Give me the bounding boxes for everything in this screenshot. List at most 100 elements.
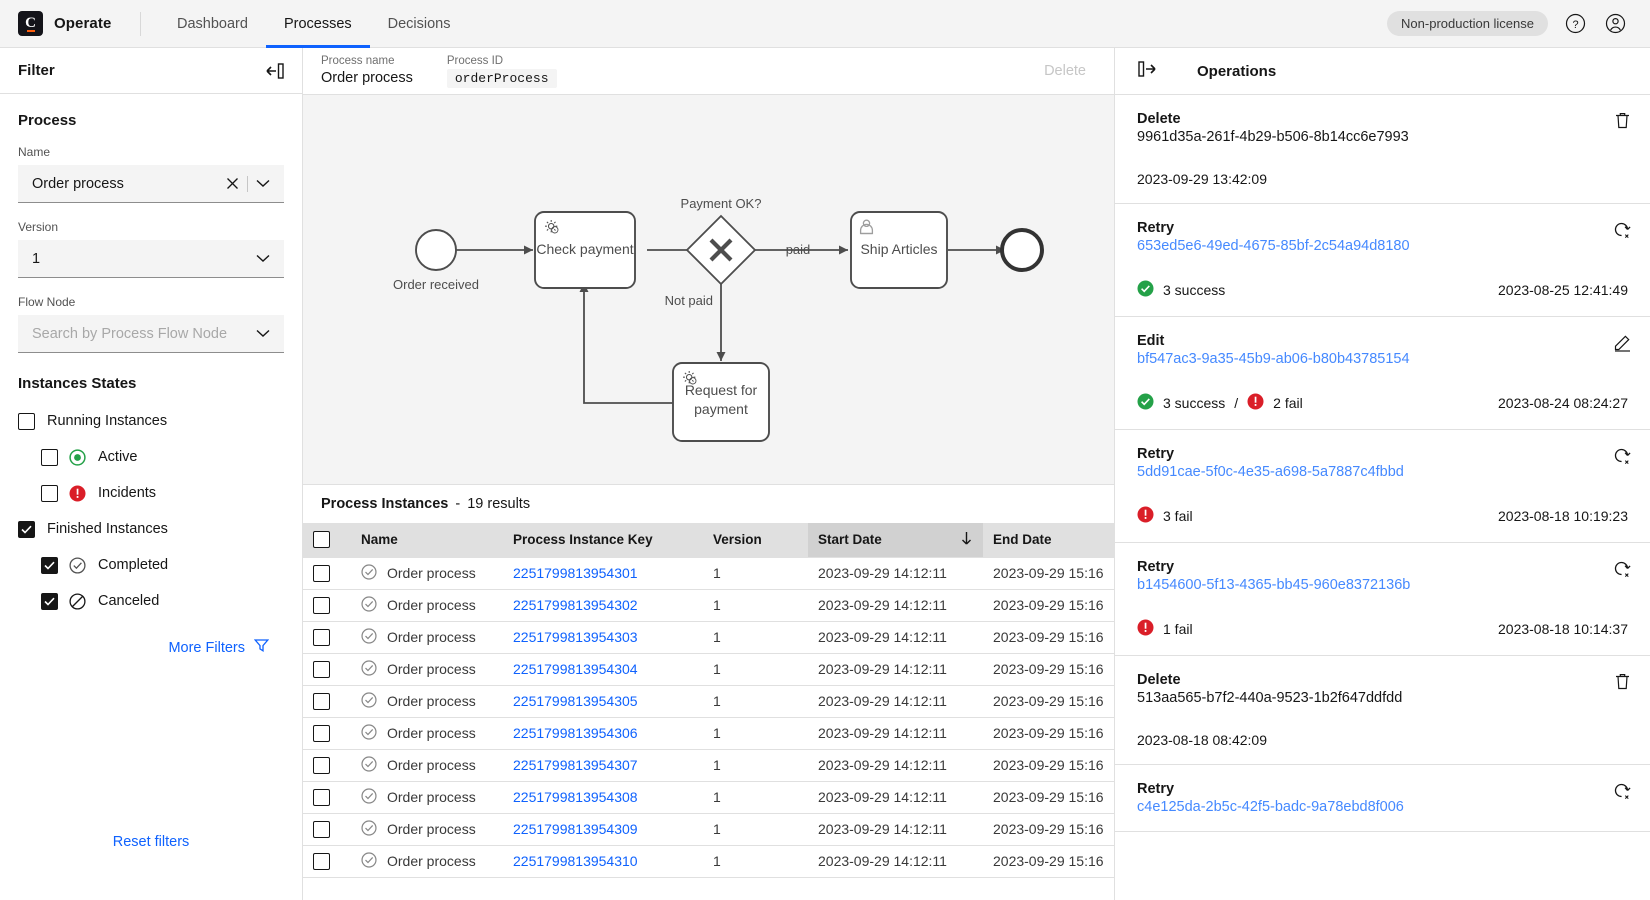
expand-panel-icon[interactable]	[1137, 60, 1159, 83]
checkbox[interactable]	[18, 412, 35, 430]
row-select-cell[interactable]	[303, 717, 351, 750]
chevron-down-icon[interactable]	[250, 329, 276, 338]
trash-icon[interactable]	[1613, 111, 1632, 135]
cell-process-instance-key[interactable]: 2251799813954307	[503, 749, 703, 782]
nav-item-dashboard[interactable]: Dashboard	[177, 15, 248, 32]
instance-key-link[interactable]: 2251799813954305	[513, 693, 638, 709]
row-checkbox[interactable]	[313, 564, 330, 582]
row-checkbox[interactable]	[313, 756, 330, 774]
row-checkbox[interactable]	[313, 692, 330, 710]
trash-icon[interactable]	[1613, 672, 1632, 696]
row-select-cell[interactable]	[303, 653, 351, 686]
edit-icon[interactable]	[1613, 333, 1632, 357]
row-select-cell[interactable]	[303, 813, 351, 846]
cell-process-instance-key[interactable]: 2251799813954306	[503, 717, 703, 750]
filter-completed[interactable]: Completed	[18, 550, 284, 580]
retry-icon[interactable]	[1612, 559, 1632, 583]
instance-key-link[interactable]: 2251799813954310	[513, 853, 638, 869]
instance-key-link[interactable]: 2251799813954307	[513, 757, 638, 773]
process-version-select[interactable]: 1	[18, 240, 284, 278]
cell-process-instance-key[interactable]: 2251799813954310	[503, 845, 703, 878]
cell-process-instance-key[interactable]: 2251799813954303	[503, 621, 703, 654]
row-checkbox[interactable]	[313, 628, 330, 646]
filter-canceled[interactable]: Canceled	[18, 586, 284, 616]
flownode-select[interactable]: Search by Process Flow Node	[18, 315, 284, 353]
help-icon[interactable]: ?	[1562, 11, 1588, 37]
instance-key-link[interactable]: 2251799813954306	[513, 725, 638, 741]
row-select-cell[interactable]	[303, 749, 351, 782]
retry-icon[interactable]	[1612, 781, 1632, 805]
row-select-cell[interactable]	[303, 589, 351, 622]
row-checkbox[interactable]	[313, 596, 330, 614]
row-select-cell[interactable]	[303, 845, 351, 878]
instance-key-link[interactable]: 2251799813954301	[513, 565, 638, 581]
checkbox[interactable]	[41, 448, 58, 466]
cell-process-instance-key[interactable]: 2251799813954304	[503, 653, 703, 686]
chevron-down-icon[interactable]	[250, 254, 276, 263]
operation-id[interactable]: b1454600-5f13-4365-bb45-960e8372136b	[1137, 577, 1411, 593]
process-name-select[interactable]: Order process	[18, 165, 284, 203]
checkbox[interactable]	[41, 592, 58, 610]
operation-id[interactable]: 653ed5e6-49ed-4675-85bf-2c54a94d8180	[1137, 238, 1410, 254]
user-avatar-icon[interactable]	[1602, 11, 1628, 37]
column-header-start-date[interactable]: Start Date	[808, 523, 983, 558]
cell-process-instance-key[interactable]: 2251799813954305	[503, 685, 703, 718]
operation-id[interactable]: bf547ac3-9a35-45b9-ab06-b80b43785154	[1137, 351, 1410, 367]
column-header-version[interactable]: Version	[703, 523, 808, 558]
nav-item-processes[interactable]: Processes	[265, 0, 370, 48]
retry-icon[interactable]	[1612, 446, 1632, 470]
select-all-checkbox[interactable]	[313, 531, 330, 549]
cell-process-instance-key[interactable]: 2251799813954301	[503, 557, 703, 590]
row-select-cell[interactable]	[303, 621, 351, 654]
brand[interactable]: C Operate	[0, 11, 138, 36]
nav-item-decisions[interactable]: Decisions	[387, 15, 451, 32]
operation-id[interactable]: c4e125da-2b5c-42f5-badc-9a78ebd8f006	[1137, 799, 1404, 815]
checkbox[interactable]	[41, 484, 58, 502]
column-header-process-instance-key[interactable]: Process Instance Key	[503, 523, 703, 558]
bpmn-diagram[interactable]: Order received Check payment Payment OK?…	[303, 95, 1114, 485]
checkbox[interactable]	[18, 520, 35, 538]
cell-process-instance-key[interactable]: 2251799813954302	[503, 589, 703, 622]
instance-key-link[interactable]: 2251799813954309	[513, 821, 638, 837]
cell-process-instance-key[interactable]: 2251799813954308	[503, 781, 703, 814]
delete-process-button[interactable]: Delete	[1044, 63, 1086, 79]
checkbox[interactable]	[41, 556, 58, 574]
filter-active[interactable]: Active	[18, 442, 284, 472]
cell-process-instance-key[interactable]: 2251799813954309	[503, 813, 703, 846]
reset-filters-button[interactable]: Reset filters	[112, 834, 190, 850]
row-select-cell[interactable]	[303, 685, 351, 718]
clear-icon[interactable]	[219, 177, 245, 190]
instance-key-link[interactable]: 2251799813954303	[513, 629, 638, 645]
collapse-panel-icon[interactable]	[263, 62, 285, 80]
retry-icon[interactable]	[1612, 220, 1632, 244]
filter-incidents[interactable]: Incidents	[18, 478, 284, 508]
operation-id[interactable]: 5dd91cae-5f0c-4e35-a698-5a7887c4fbbd	[1137, 464, 1404, 480]
row-select-cell[interactable]	[303, 781, 351, 814]
row-checkbox[interactable]	[313, 724, 330, 742]
chevron-down-icon[interactable]	[250, 179, 276, 188]
row-checkbox[interactable]	[313, 820, 330, 838]
instance-key-link[interactable]: 2251799813954304	[513, 661, 638, 677]
instance-key-link[interactable]: 2251799813954308	[513, 789, 638, 805]
row-checkbox[interactable]	[313, 788, 330, 806]
column-header-name[interactable]: Name	[351, 523, 503, 558]
more-filters-button[interactable]: More Filters	[18, 638, 284, 657]
row-checkbox[interactable]	[313, 852, 330, 870]
row-select-cell[interactable]	[303, 557, 351, 590]
